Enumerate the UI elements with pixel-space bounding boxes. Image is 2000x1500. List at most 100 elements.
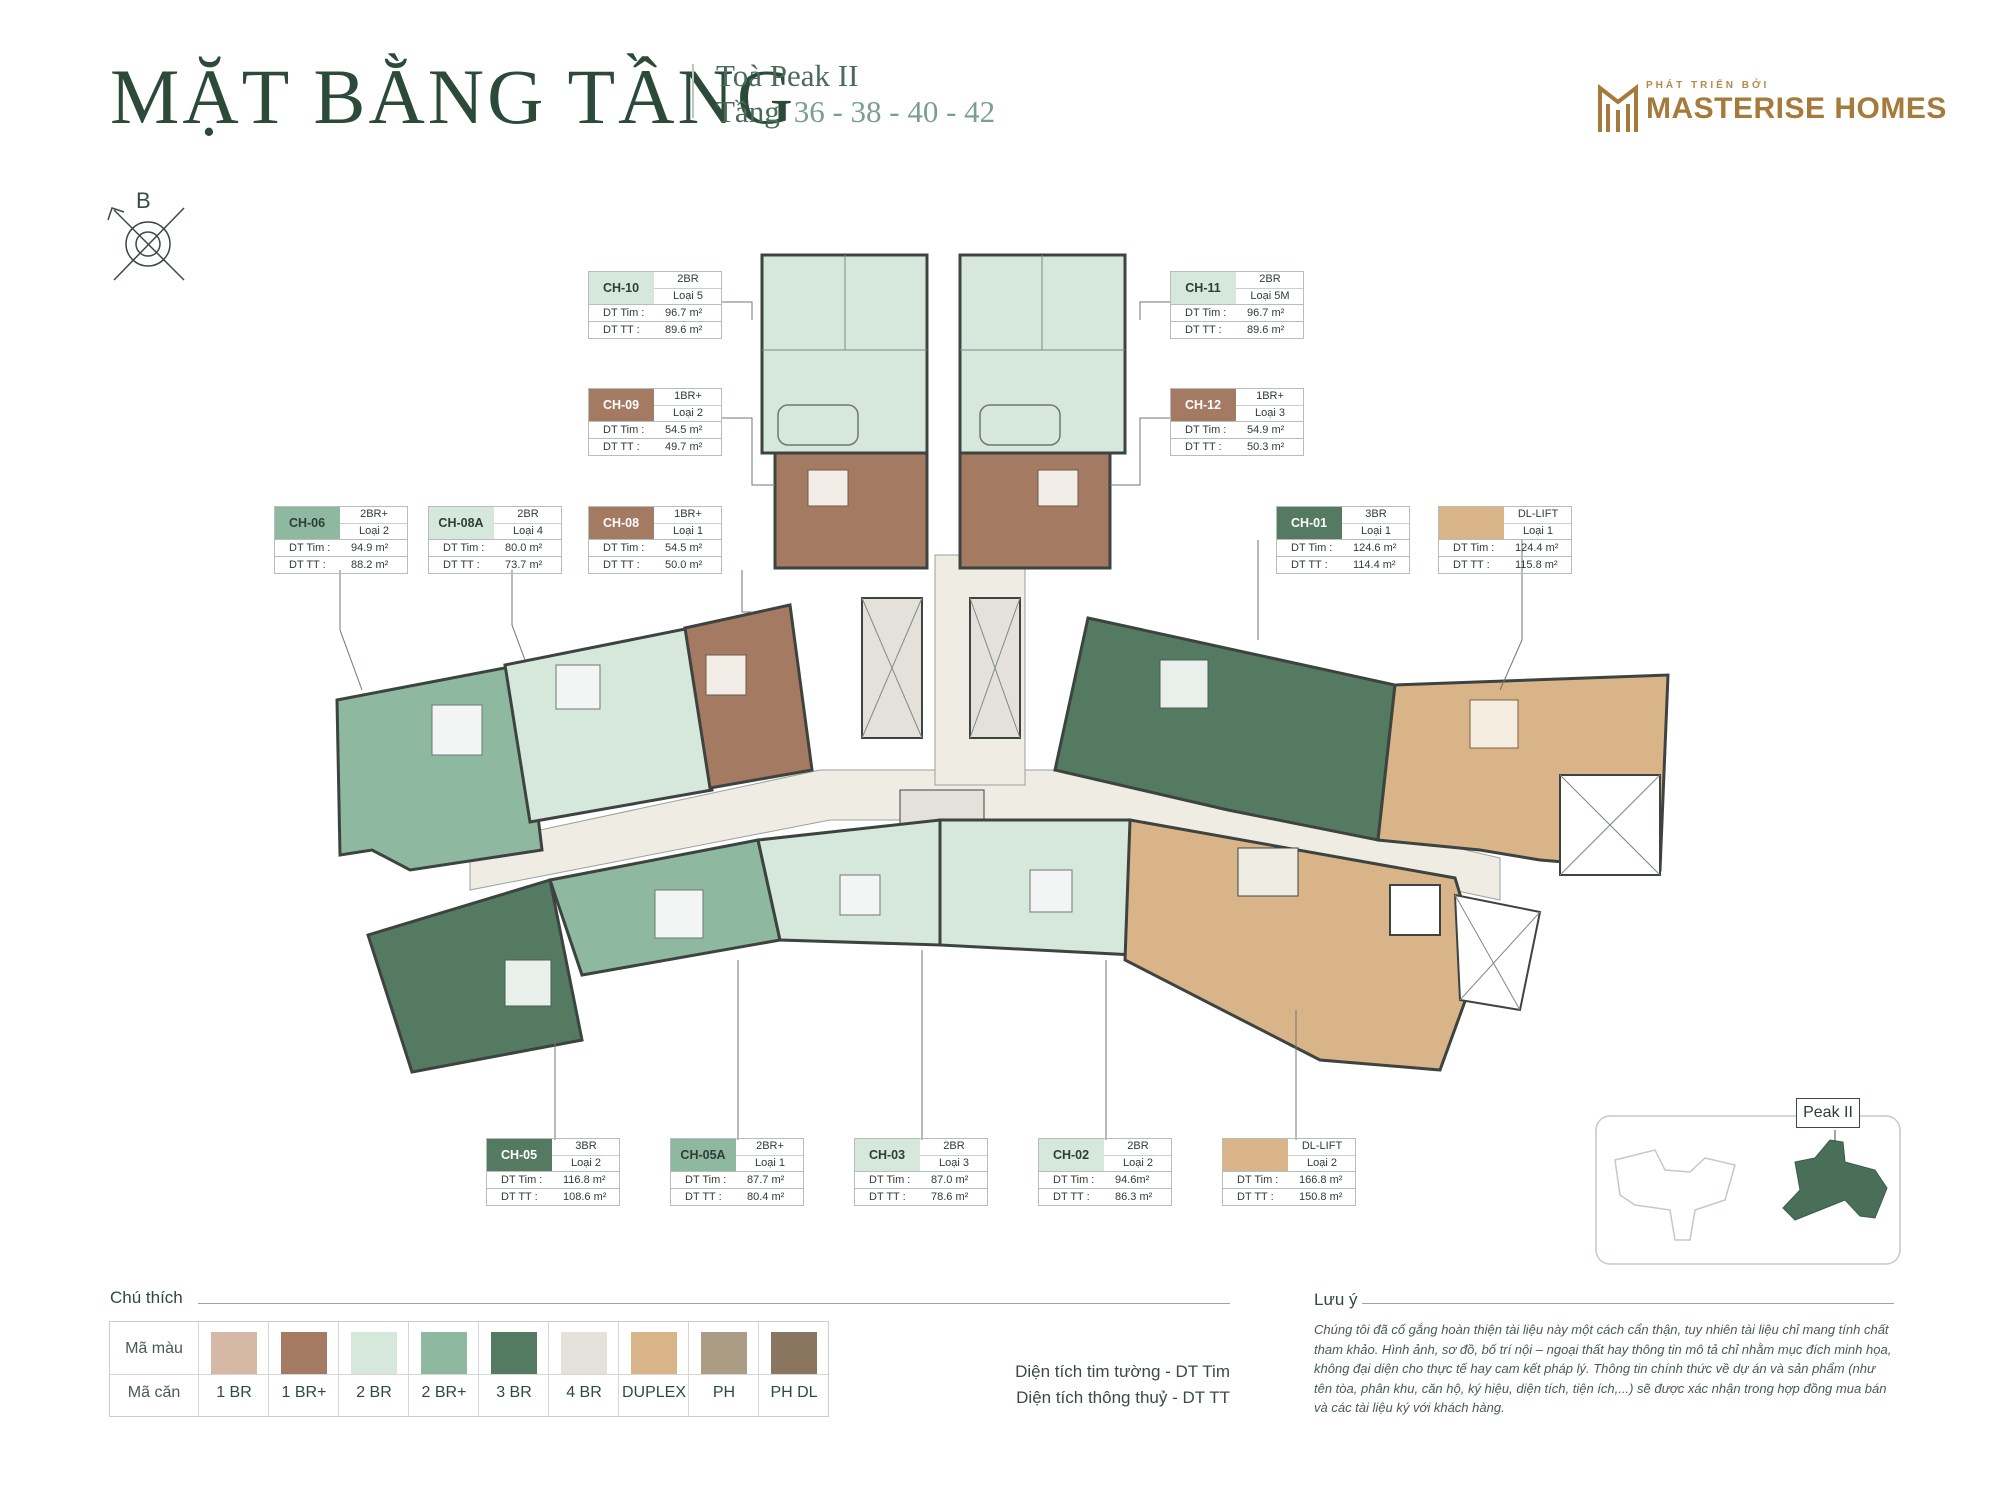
- legend-swatch: [351, 1332, 397, 1374]
- legend-label: 1 BR+: [281, 1384, 327, 1401]
- unit-type: 2BR+: [340, 506, 408, 524]
- dt-tim-label: DT Tim :: [603, 307, 645, 319]
- dt-tim-value: 96.7 m²: [665, 307, 703, 319]
- dt-tim-value: 96.7 m²: [1247, 307, 1285, 319]
- unit-ch05-plan: [366, 878, 584, 1074]
- key-map: [1595, 1115, 1901, 1265]
- unit-loai: Loại 4: [513, 525, 543, 537]
- dt-tt-label: DT TT :: [1291, 559, 1328, 571]
- dt-tim-label: DT Tim :: [1053, 1174, 1095, 1186]
- unit-ch02-plan: [938, 818, 1137, 957]
- unit-code: CH-02: [1038, 1138, 1104, 1172]
- unit-code: [1438, 506, 1504, 540]
- unit-code: CH-08: [588, 506, 654, 540]
- dt-tim-note: Diện tích tim tường - DT Tim: [1015, 1362, 1230, 1381]
- unit-type: 2BR+: [736, 1138, 804, 1156]
- dt-tt-value: 50.3 m²: [1247, 441, 1285, 453]
- unit-code: CH-05: [486, 1138, 552, 1172]
- legend-table: Mã màu Mã căn 1 BR 1 BR+ 2 BR 2 BR+ 3 BR…: [109, 1321, 829, 1417]
- legend-swatch: [701, 1332, 747, 1374]
- floor-numbers: 36 - 38 - 40 - 42: [793, 94, 996, 129]
- dt-tt-value: 86.3 m²: [1115, 1191, 1153, 1203]
- dt-tt-value: 89.6 m²: [1247, 324, 1285, 336]
- dt-tt-note: Diện tích thông thuỷ - DT TT: [1016, 1388, 1230, 1407]
- dt-tim-label: DT Tim :: [1185, 307, 1227, 319]
- unit-dl-lift-1-plan: [1376, 673, 1670, 876]
- legend-item-2br-plus: 2 BR+: [408, 1322, 479, 1416]
- dt-tt-label: DT TT :: [501, 1191, 538, 1203]
- unit-type: 1BR+: [654, 388, 722, 406]
- unit-loai: Loại 3: [939, 1157, 969, 1169]
- unit-loai: Loại 3: [1255, 407, 1285, 419]
- dt-tim-label: DT Tim :: [1237, 1174, 1279, 1186]
- dt-tim-label: DT Tim :: [603, 424, 645, 436]
- legend-swatch: [771, 1332, 817, 1374]
- unit-type: 2BR: [920, 1138, 988, 1156]
- floor-info: Tầng 36 - 38 - 40 - 42: [716, 94, 995, 130]
- floor-prefix: Tầng: [716, 94, 780, 129]
- dt-tt-label: DT TT :: [603, 324, 640, 336]
- legend-swatch: [421, 1332, 467, 1374]
- legend-item-1br: 1 BR: [198, 1322, 269, 1416]
- note-title: Lưu ý: [1314, 1290, 1358, 1309]
- dt-tim-value: 54.9 m²: [1247, 424, 1285, 436]
- dt-tim-value: 124.6 m²: [1353, 542, 1397, 554]
- legend-swatch: [211, 1332, 257, 1374]
- unit-loai: Loại 2: [359, 525, 389, 537]
- dt-tim-label: DT Tim :: [289, 542, 331, 554]
- legend-label: PH: [712, 1384, 736, 1401]
- unit-ch09-plan: [773, 451, 929, 570]
- dt-tim-value: 87.0 m²: [931, 1174, 969, 1186]
- unit-ch10-plan: [760, 253, 929, 455]
- unit-info-ch06: CH-06 2BR+ Loại 2 DT Tim :94.9 m² DT TT …: [274, 506, 408, 574]
- unit-info-ch08a: CH-08A 2BR Loại 4 DT Tim :80.0 m² DT TT …: [428, 506, 562, 574]
- unit-code: CH-11: [1170, 271, 1236, 305]
- unit-ch12-plan: [958, 451, 1112, 570]
- unit-type: 2BR: [1104, 1138, 1172, 1156]
- legend-swatch: [631, 1332, 677, 1374]
- dt-tim-value: 54.5 m²: [665, 542, 703, 554]
- legend-item-1br-plus: 1 BR+: [268, 1322, 339, 1416]
- unit-loai: Loại 5: [673, 290, 703, 302]
- dt-tt-label: DT TT :: [869, 1191, 906, 1203]
- unit-loai: Loại 2: [1307, 1157, 1337, 1169]
- note-text: Chúng tôi đã cố gắng hoàn thiện tài liệu…: [1314, 1322, 1892, 1415]
- legend-swatch: [281, 1332, 327, 1374]
- dt-tt-label: DT TT :: [289, 559, 326, 571]
- dt-tt-label: DT TT :: [1237, 1191, 1274, 1203]
- legend-item-duplex: DUPLEX: [618, 1322, 689, 1416]
- brand-name: MASTERISE HOMES: [1646, 92, 1947, 125]
- dt-tim-value: 124.4 m²: [1515, 542, 1559, 554]
- unit-info-ch08: CH-08 1BR+ Loại 1 DT Tim :54.5 m² DT TT …: [588, 506, 722, 574]
- dt-tt-label: DT TT :: [1453, 559, 1490, 571]
- unit-loai: Loại 2: [571, 1157, 601, 1169]
- unit-ch03-plan: [756, 818, 942, 947]
- dt-tt-label: DT TT :: [443, 559, 480, 571]
- legend-label: 2 BR+: [421, 1384, 467, 1401]
- unit-type: DL-LIFT: [1288, 1138, 1356, 1156]
- dt-tim-label: DT Tim :: [603, 542, 645, 554]
- legend-divider: [198, 1303, 1230, 1304]
- dt-tim-label: DT Tim :: [685, 1174, 727, 1186]
- unit-loai: Loại 1: [1361, 525, 1391, 537]
- unit-info-ch11: CH-11 2BR Loại 5M DT Tim :96.7 m² DT TT …: [1170, 271, 1304, 339]
- unit-loai: Loại 2: [1123, 1157, 1153, 1169]
- dt-tt-label: DT TT :: [1185, 324, 1222, 336]
- brand-tagline: PHÁT TRIỂN BỞI: [1646, 80, 1770, 91]
- dt-tim-value: 94.6m²: [1115, 1174, 1150, 1186]
- unit-loai: Loại 1: [673, 525, 703, 537]
- dt-tim-value: 94.9 m²: [351, 542, 389, 554]
- unit-dl-lift-2-plan: [1123, 818, 1542, 1072]
- unit-type: 2BR: [494, 506, 562, 524]
- legend-label: 4 BR: [566, 1384, 602, 1401]
- unit-ch01-plan: [1053, 616, 1397, 842]
- unit-code: CH-01: [1276, 506, 1342, 540]
- unit-code: [1222, 1138, 1288, 1172]
- dt-tt-value: 89.6 m²: [665, 324, 703, 336]
- dt-tim-value: 87.7 m²: [747, 1174, 785, 1186]
- unit-type: 2BR: [654, 271, 722, 289]
- unit-ch11-plan: [958, 253, 1127, 455]
- dt-tt-value: 78.6 m²: [931, 1191, 969, 1203]
- unit-code: CH-08A: [428, 506, 494, 540]
